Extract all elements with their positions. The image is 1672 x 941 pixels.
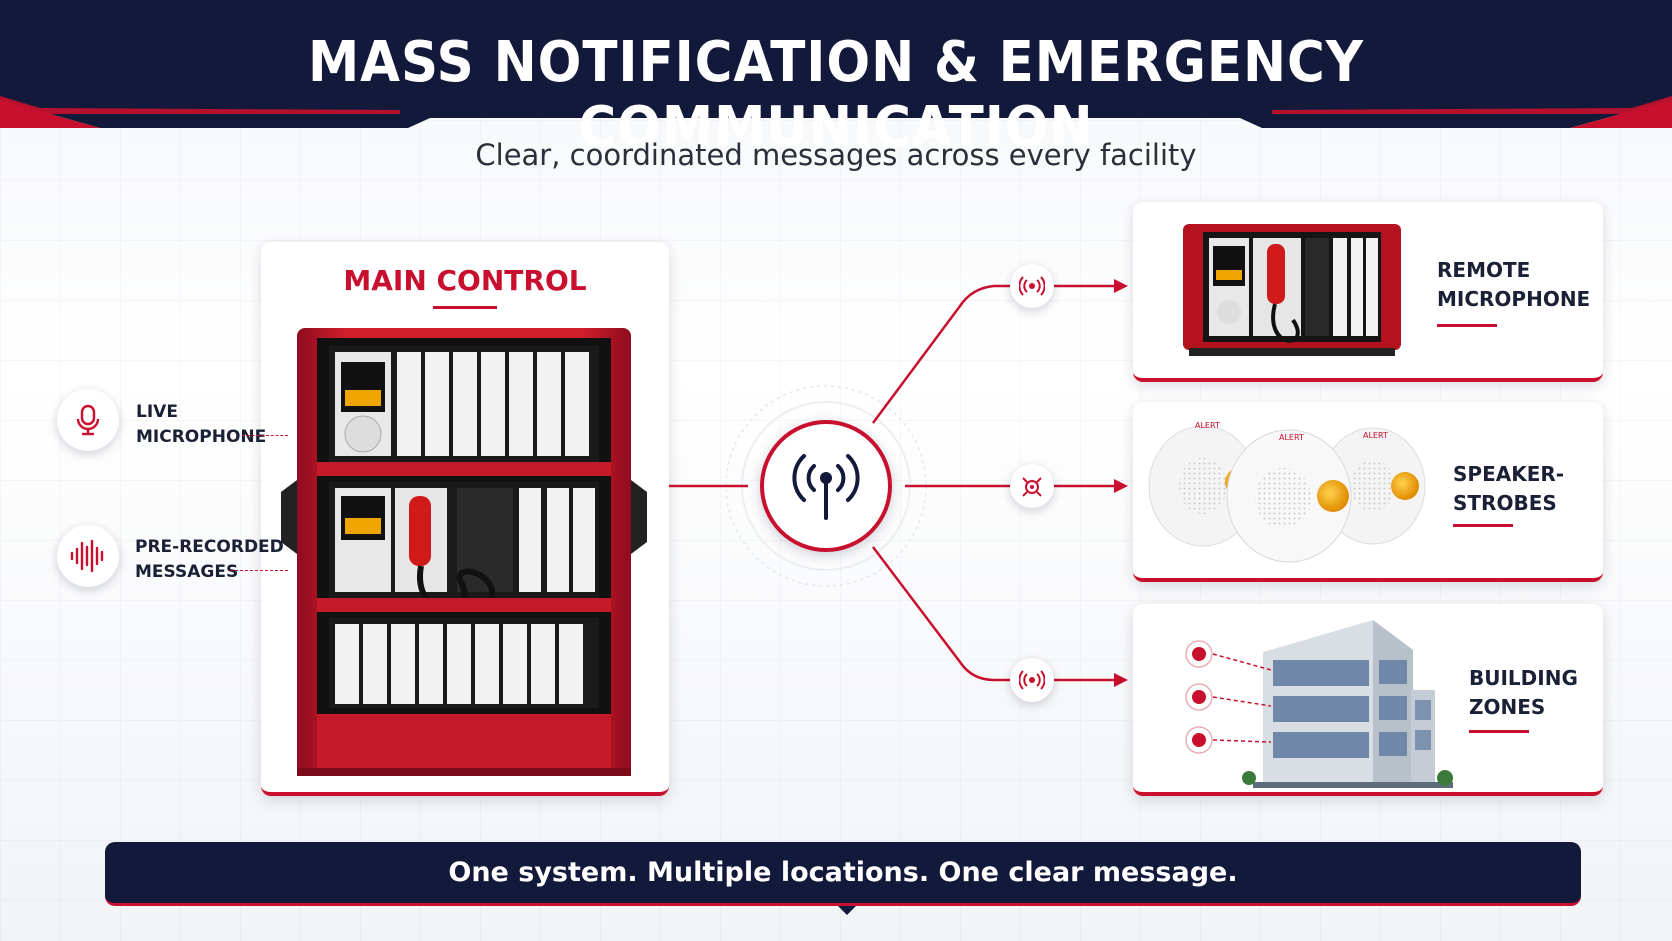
page-title: MASS NOTIFICATION & EMERGENCY COMMUNICAT… [307, 30, 1364, 160]
pre-recorded-icon-badge [57, 525, 119, 587]
remote-signal-badge [1010, 264, 1054, 308]
building-zones-underline [1469, 730, 1529, 733]
header-banner: MASS NOTIFICATION & EMERGENCY COMMUNICAT… [0, 0, 1672, 160]
main-control-card: MAIN CONTROL [261, 242, 669, 796]
pre-recorded-connector [230, 570, 288, 571]
speaker-strobes-label-line2: STROBES [1453, 491, 1557, 515]
remote-microphone-illustration [1183, 224, 1401, 356]
pre-recorded-label: PRE-RECORDED MESSAGES [135, 535, 284, 585]
signal-icon [1019, 670, 1045, 690]
zones-signal-badge [1010, 658, 1054, 702]
speaker-strobes-card: ALERT ALERT ALERT SPEAKER- STROBES [1133, 402, 1603, 582]
main-control-underline [433, 306, 497, 309]
hub-broadcast [760, 420, 892, 552]
speaker-strobes-underline [1453, 524, 1513, 527]
speaker-strobe-illustration: ALERT ALERT ALERT [1148, 421, 1426, 563]
page-subtitle: Clear, coordinated messages across every… [475, 138, 1197, 172]
building-zones-label-line1: BUILDING [1469, 666, 1578, 690]
microphone-icon [76, 404, 100, 436]
zone-marker-2 [1185, 683, 1272, 711]
zone-marker-1 [1185, 640, 1272, 671]
building-zones-label: BUILDING ZONES [1469, 664, 1578, 722]
strobe-label-a: ALERT [1195, 421, 1220, 430]
live-microphone-icon-badge [57, 389, 119, 451]
control-cabinet-illustration [281, 328, 647, 776]
speaker-signal-badge [1010, 464, 1054, 508]
strobe-label-c: ALERT [1363, 431, 1388, 440]
alarm-icon [1022, 477, 1042, 497]
main-control-title: MAIN CONTROL [343, 264, 587, 297]
pre-recorded-label-line1: PRE-RECORDED [135, 537, 284, 557]
broadcast-antenna-icon [792, 454, 860, 520]
header-shape [0, 0, 1672, 128]
speaker-strobes-label: SPEAKER- STROBES [1453, 460, 1564, 518]
footer-notch [838, 906, 856, 915]
remote-microphone-label-line2: MICROPHONE [1437, 287, 1591, 311]
live-microphone-connector [242, 435, 288, 436]
strobe-label-b: ALERT [1279, 433, 1304, 442]
signal-icon [1019, 276, 1045, 296]
footer-tagline: One system. Multiple locations. One clea… [448, 857, 1238, 888]
building-zones-card: BUILDING ZONES [1133, 604, 1603, 796]
remote-microphone-label-line1: REMOTE [1437, 258, 1531, 282]
remote-microphone-underline [1437, 324, 1497, 327]
building-zones-label-line2: ZONES [1469, 695, 1546, 719]
remote-microphone-label: REMOTE MICROPHONE [1437, 256, 1590, 314]
live-microphone-label-line2: MICROPHONE [136, 427, 267, 447]
live-microphone-label: LIVE MICROPHONE [136, 400, 266, 450]
soundwave-icon [70, 539, 104, 573]
remote-microphone-card: REMOTE MICROPHONE [1133, 202, 1603, 382]
footer-banner: One system. Multiple locations. One clea… [105, 842, 1581, 906]
live-microphone-label-line1: LIVE [136, 402, 178, 422]
speaker-strobes-label-line1: SPEAKER- [1453, 462, 1565, 486]
strobe-unit-front [1226, 429, 1352, 563]
pre-recorded-label-line2: MESSAGES [135, 562, 239, 582]
zone-marker-3 [1185, 726, 1272, 754]
building-zones-illustration [1185, 620, 1453, 788]
